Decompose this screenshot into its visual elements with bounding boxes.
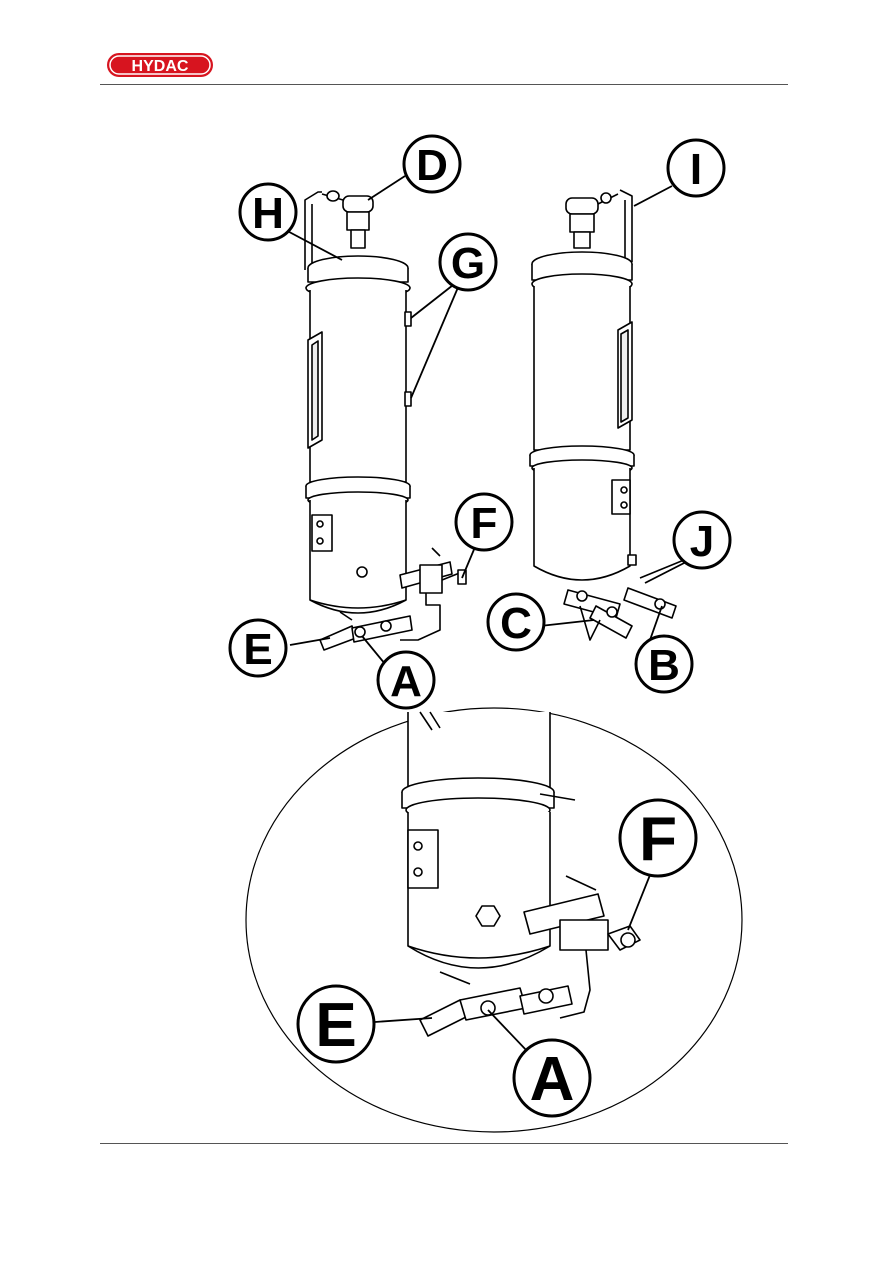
svg-text:B: B (648, 641, 680, 690)
callout-a-left: A (378, 652, 434, 708)
callout-j-right: J (674, 512, 730, 568)
svg-text:F: F (639, 805, 677, 874)
callout-e-left: E (230, 620, 286, 676)
svg-text:G: G (451, 239, 485, 288)
right-filter-unit (530, 190, 684, 640)
callout-h-left: H (240, 184, 296, 240)
callout-c-right: C (488, 594, 544, 650)
svg-text:J: J (690, 517, 714, 566)
callout-f-detail: F (620, 800, 696, 876)
svg-text:C: C (500, 599, 532, 648)
svg-text:A: A (530, 1045, 575, 1114)
callout-f-left: F (456, 494, 512, 550)
svg-text:E: E (315, 991, 356, 1060)
detail-view (246, 708, 742, 1132)
svg-text:H: H (252, 189, 284, 238)
svg-text:I: I (690, 145, 702, 194)
svg-text:E: E (243, 625, 272, 674)
svg-text:F: F (471, 499, 498, 548)
callout-e-detail: E (298, 986, 374, 1062)
svg-text:D: D (416, 141, 448, 190)
svg-text:A: A (390, 657, 422, 706)
callout-g-left: G (440, 234, 496, 290)
callout-b-right: B (636, 636, 692, 692)
callout-i-right: I (668, 140, 724, 196)
callout-d-left: D (404, 136, 460, 192)
callout-a-detail: A (514, 1040, 590, 1116)
